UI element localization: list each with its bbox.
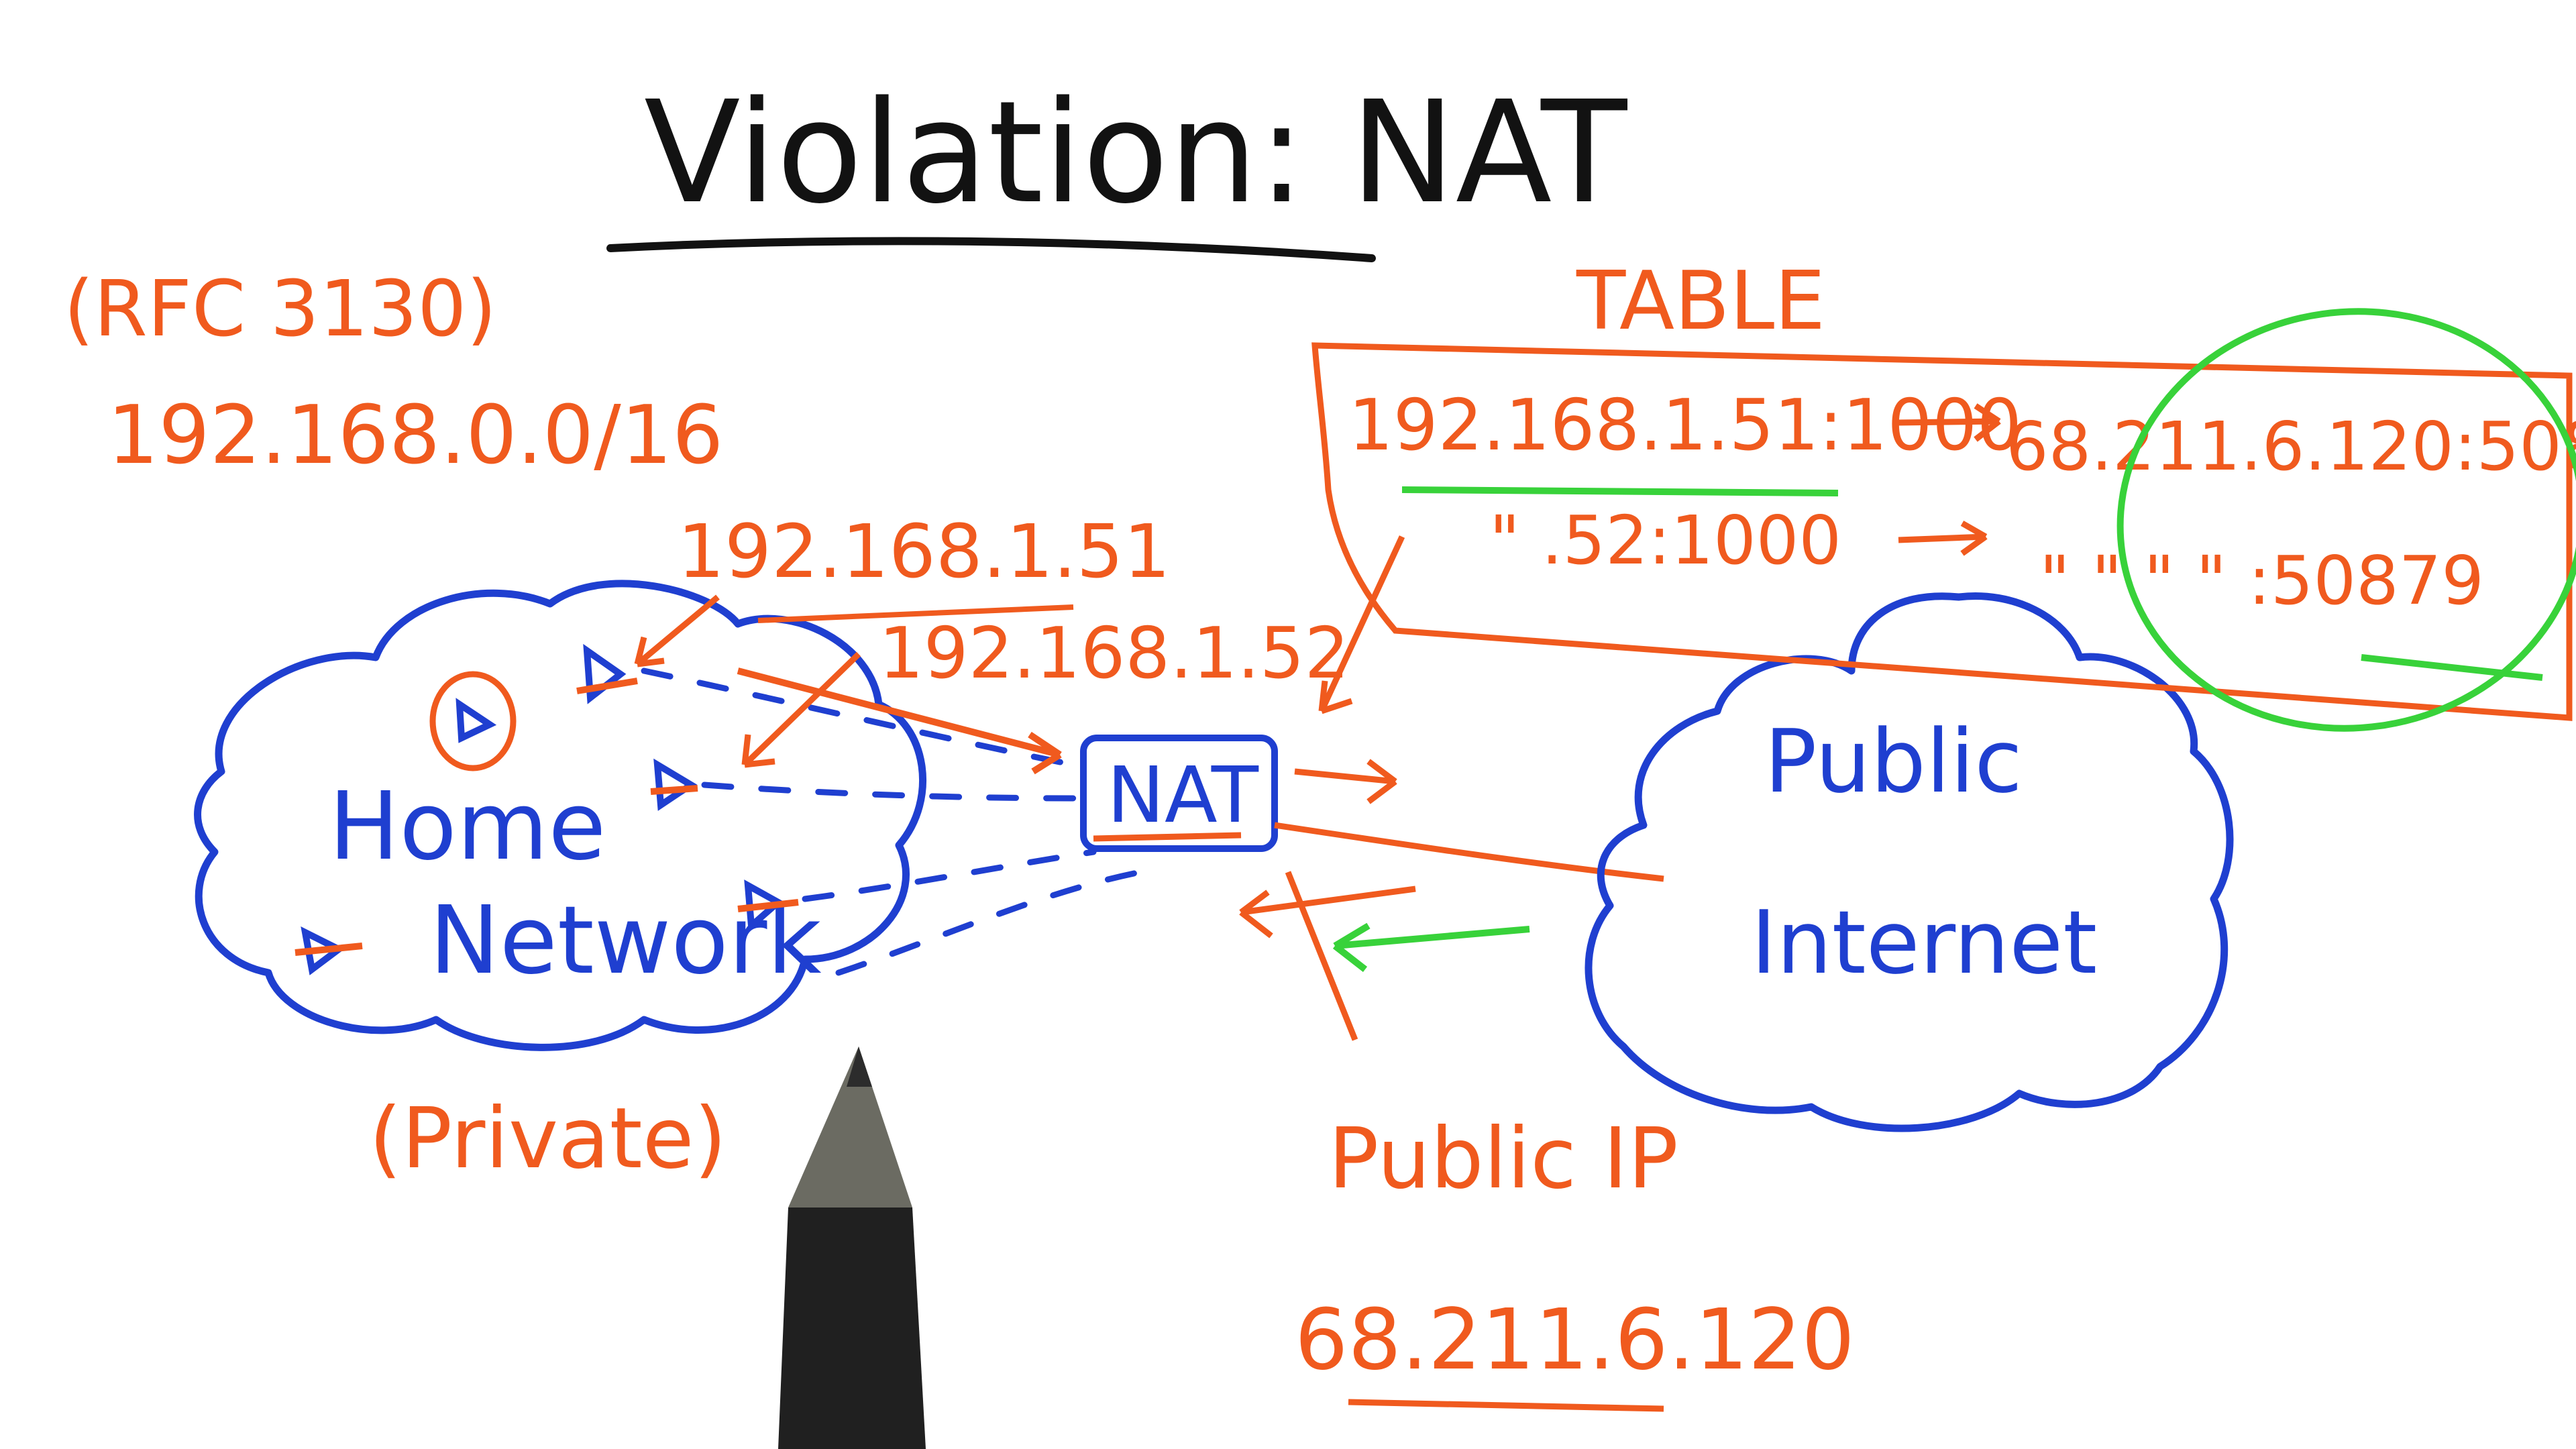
table-nat-arrow (1318, 535, 1405, 712)
nat-box (1080, 735, 1278, 852)
return-arrow (1334, 926, 1530, 949)
nat-label: NAT (1107, 751, 1259, 841)
port-highlight-circle (2116, 308, 2576, 732)
title-underline (606, 237, 1376, 262)
host-icon (737, 879, 799, 933)
network-label: Network (429, 886, 822, 996)
public-ip-value: 68.211.6.120 (1295, 1291, 1855, 1389)
host-ip-1-underline (757, 604, 1074, 623)
host-icon (429, 671, 517, 771)
host-ip-1-arrow (635, 594, 720, 667)
table-row-2-public: " " " " :50879 (2039, 541, 2484, 620)
pen-icon (778, 1046, 926, 1449)
dashed-links (641, 667, 1144, 976)
host-icon (650, 758, 698, 811)
table-row-1-public: 68.211.6.120:50878 (2006, 407, 2576, 486)
public-label: Public (1764, 710, 2023, 812)
table-title: TABLE (1576, 255, 1825, 348)
host-ip-2-arrow (742, 651, 861, 767)
rfc-label: (RFC 3130) (64, 264, 496, 354)
table-row-2-private: " .52:1000 (1489, 501, 1841, 580)
packet-arrow (737, 667, 1061, 758)
title: Violation: NAT (644, 70, 1627, 235)
table-box (1311, 342, 2573, 721)
nat-out-arrow (1294, 768, 1396, 785)
host-icon (294, 926, 363, 975)
private-caption: (Private) (369, 1090, 727, 1187)
home-network-cloud (194, 580, 927, 1051)
nat-in-arrow (1240, 885, 1416, 916)
host-ip-1: 192.168.1.51 (678, 508, 1171, 594)
public-internet-cloud (1585, 592, 2234, 1132)
home-label: Home (329, 772, 606, 881)
host-icon (576, 643, 638, 704)
private-range: 192.168.0.0/16 (107, 389, 723, 482)
internet-label: Internet (1751, 892, 2097, 994)
host-ip-2: 192.168.1.52 (879, 612, 1349, 694)
public-ip-label: Public IP (1328, 1110, 1678, 1208)
